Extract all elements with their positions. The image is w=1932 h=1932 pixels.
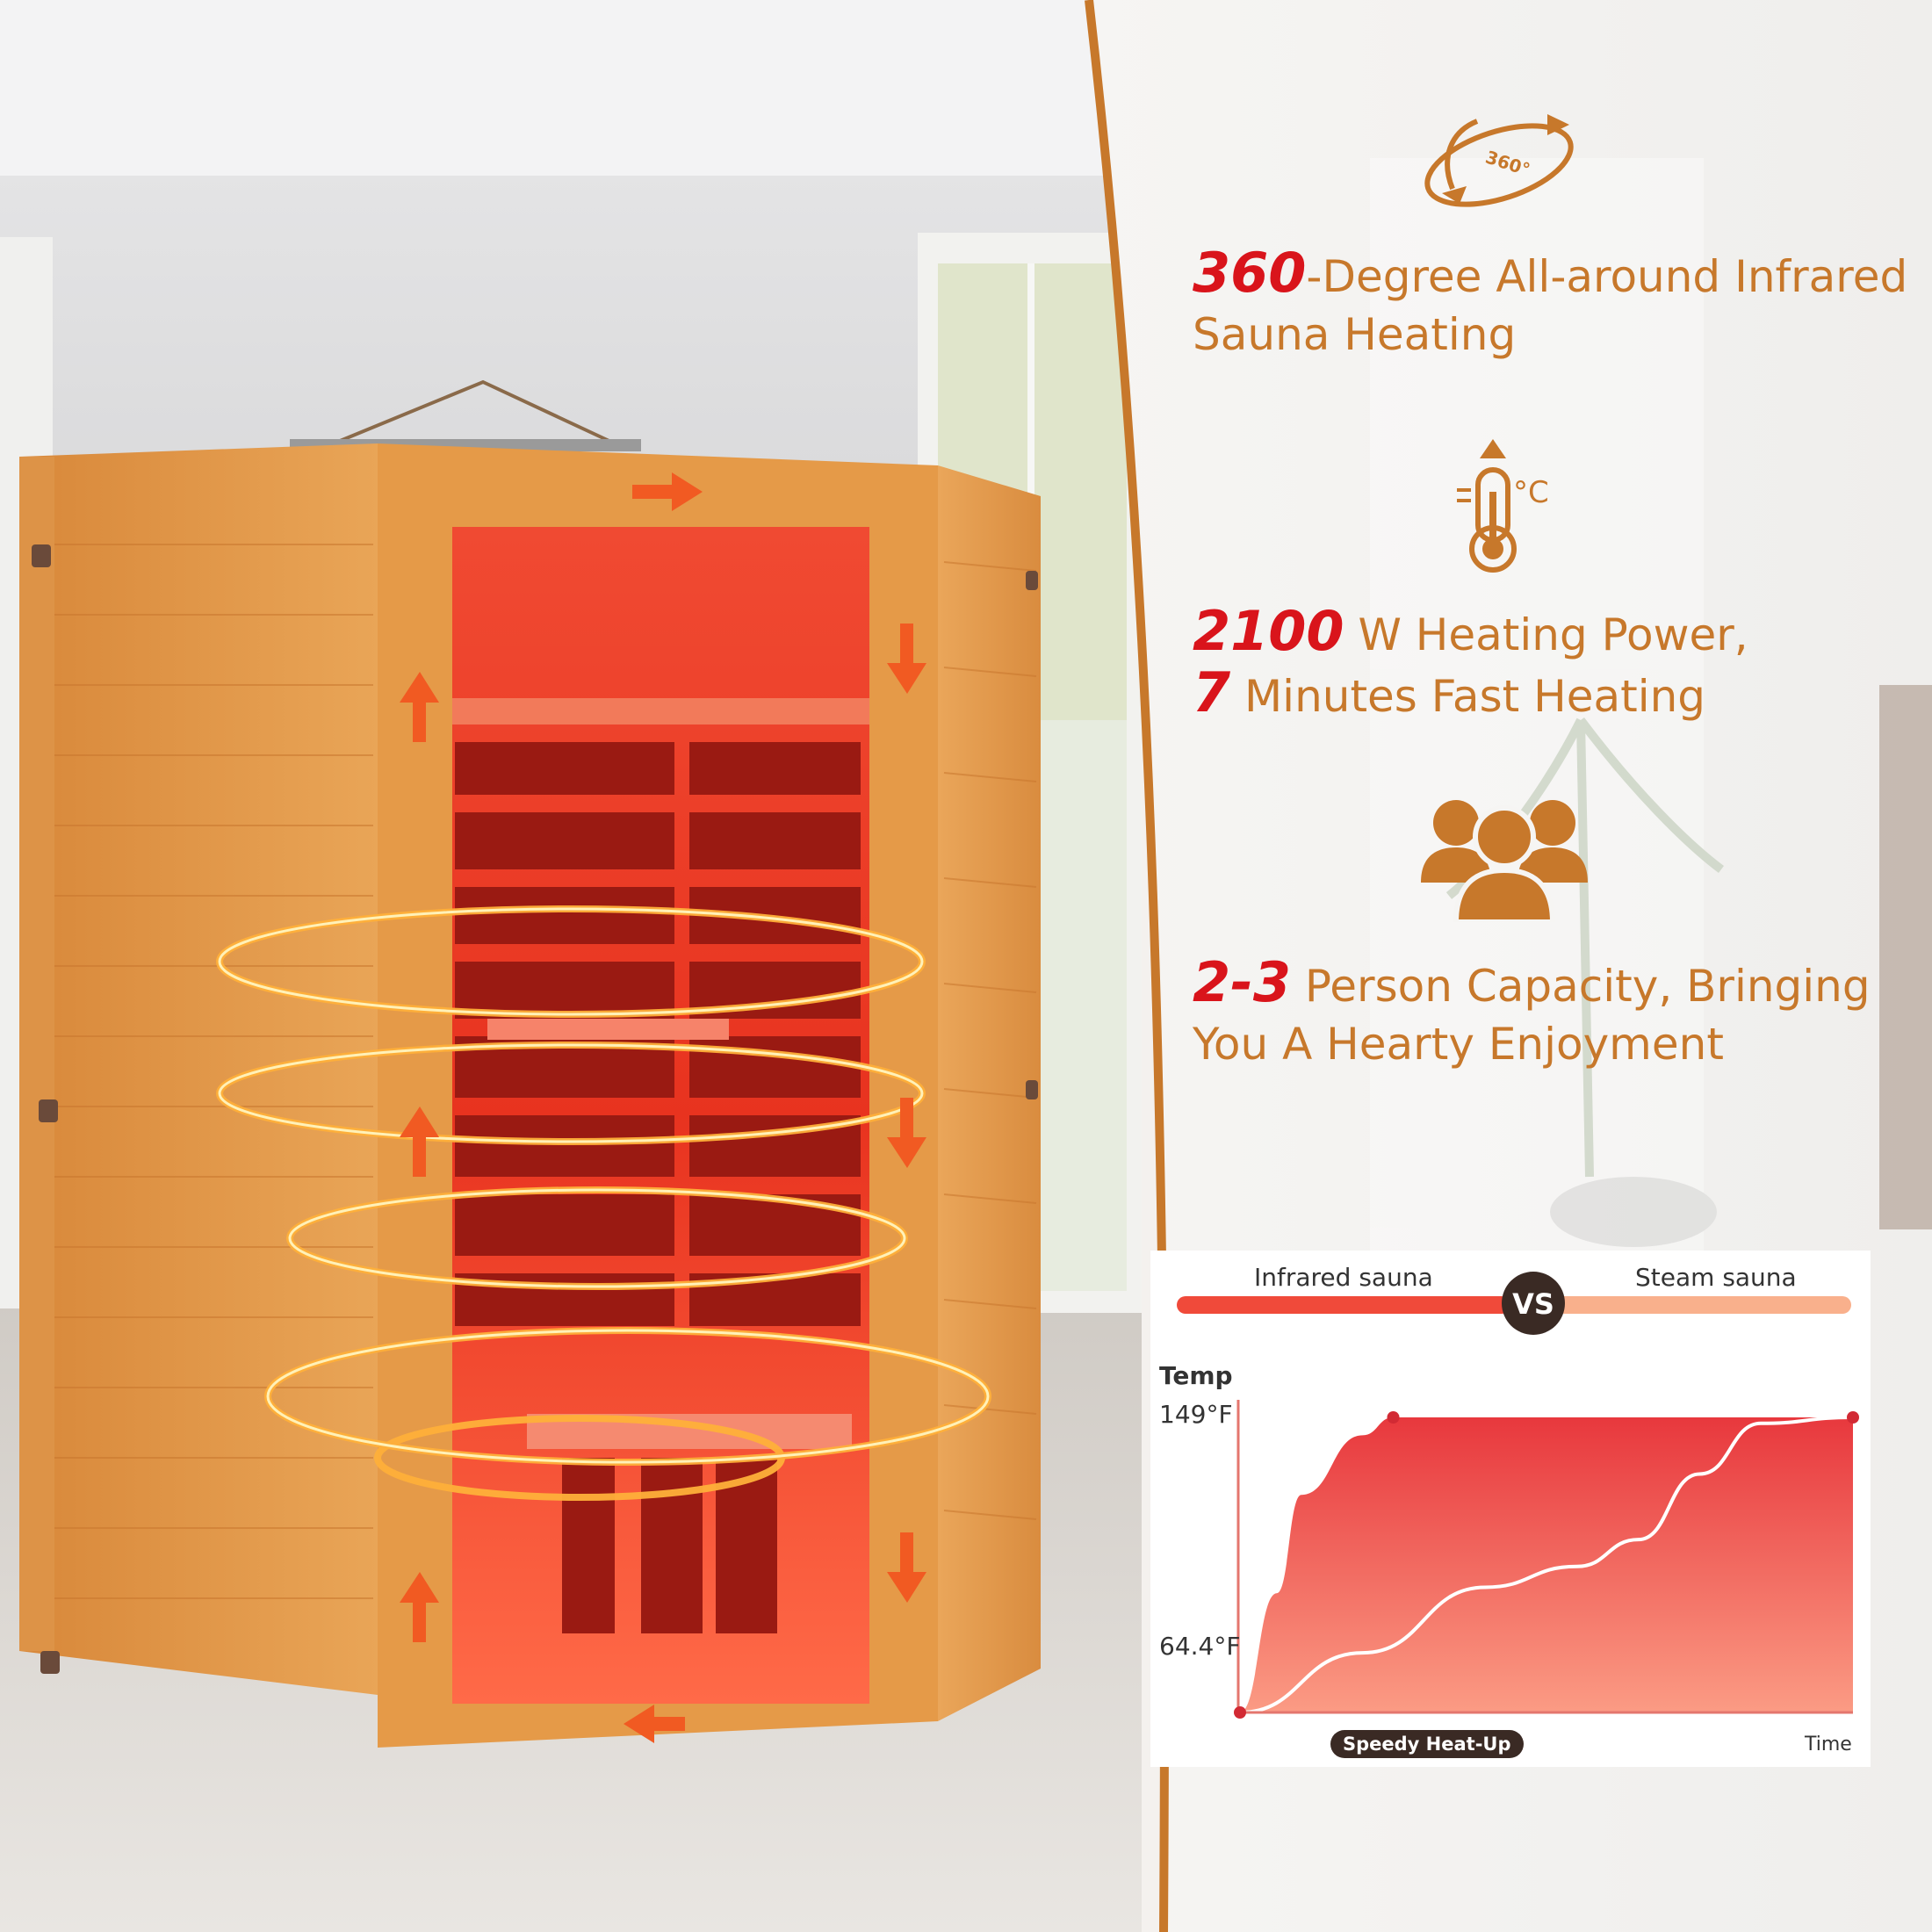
vs-badge (1502, 1272, 1565, 1335)
steam-sauna-label: Steam sauna (1635, 1263, 1797, 1292)
infrared-sauna-label: Infrared sauna (1254, 1263, 1433, 1292)
feature-capacity-text1: Person Capacity, Bringing (1291, 961, 1871, 1012)
feature-power-text1: W Heating Power, (1344, 609, 1748, 660)
feature-power-line2: 7 Minutes Fast Heating (1193, 664, 1748, 725)
thermometer-rising-icon: °C (1457, 439, 1549, 573)
steam-curve (1239, 1416, 1854, 1714)
data-point-0 (1234, 1706, 1246, 1719)
feature-360-line1: 360-Degree All-around Infrared (1193, 244, 1907, 306)
y-tick-top: 149°F (1159, 1400, 1233, 1429)
comparison-chart-card: Infrared sauna Steam sauna VS Temp 149°F… (1150, 1251, 1871, 1767)
data-point-2 (1847, 1411, 1859, 1424)
people-group-icon (1421, 800, 1588, 922)
infrared-area (1240, 1417, 1853, 1712)
feature-capacity-text2: You A Hearty Enjoyment (1193, 1019, 1724, 1070)
feature-heating-power: 2100 W Heating Power, 7 Minutes Fast Hea… (1193, 602, 1748, 725)
rotate-360-label: 360° (1483, 147, 1533, 181)
y-axis-label: Temp (1159, 1361, 1233, 1390)
feature-360-highlight: 360 (1193, 241, 1307, 305)
feature-power-text2: Minutes Fast Heating (1230, 671, 1706, 722)
feature-capacity: 2-3 Person Capacity, Bringing You A Hear… (1193, 954, 1871, 1073)
y-tick-bottom: 64.4°F (1159, 1632, 1241, 1661)
vs-label: VS (1512, 1287, 1554, 1321)
temperature-plot (1234, 1400, 1859, 1719)
data-point-1 (1387, 1411, 1400, 1424)
feature-minutes-highlight: 7 (1193, 660, 1231, 724)
feature-360-heating: 360-Degree All-around Infrared Sauna Hea… (1193, 244, 1907, 364)
x-axis-label: Time (1805, 1734, 1852, 1755)
steam-bar (1510, 1296, 1851, 1314)
rotate-360-icon: 360° (1424, 114, 1574, 207)
feature-capacity-highlight: 2-3 (1193, 950, 1292, 1014)
vs-comparison-bar: VS (1177, 1272, 1851, 1335)
feature-360-text1: -Degree All-around Infrared (1306, 251, 1908, 302)
feature-capacity-line1: 2-3 Person Capacity, Bringing (1193, 954, 1871, 1015)
feature-power-highlight: 2100 (1193, 599, 1344, 663)
feature-power-line1: 2100 W Heating Power, (1193, 602, 1748, 664)
feature-360-text2: Sauna Heating (1193, 309, 1517, 360)
infrared-bar (1177, 1296, 1510, 1314)
celsius-label: °C (1513, 475, 1549, 510)
speedy-heat-up-badge: Speedy Heat-Up (1330, 1730, 1524, 1758)
